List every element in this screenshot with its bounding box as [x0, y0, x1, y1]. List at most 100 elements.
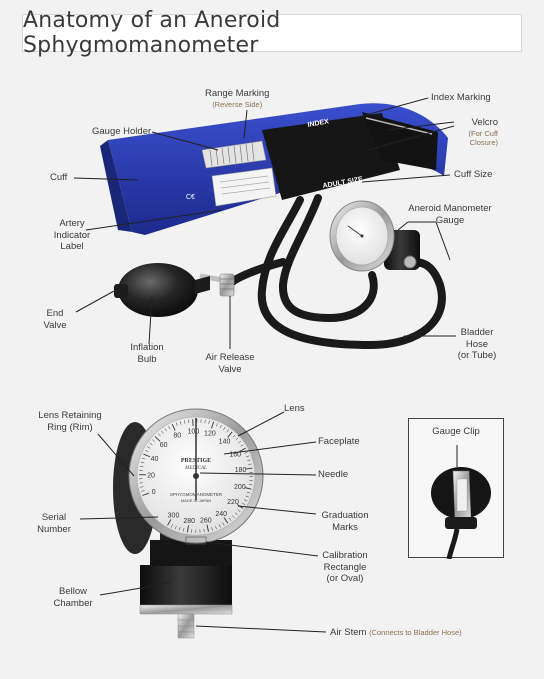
- label-lens: Lens: [284, 403, 305, 414]
- dial-tick: [171, 424, 176, 431]
- label-calibration-rectangle: Calibration Rectangle (or Oval): [322, 550, 368, 584]
- label-index-marking: Index Marking: [431, 92, 491, 103]
- dial-number: 100: [188, 429, 200, 436]
- dial-tick: [167, 519, 172, 526]
- label-graduation-marks: Graduation Marks: [321, 510, 369, 533]
- dial-tick: [152, 439, 156, 442]
- dial-tick: [168, 425, 171, 430]
- dial-tick: [164, 428, 167, 432]
- dial-number: 0: [152, 489, 156, 496]
- dial-tick: [161, 430, 164, 434]
- label-bellow-chamber: Bellow Chamber: [53, 586, 93, 609]
- dial-tick: [245, 495, 249, 498]
- dial-tick: [208, 420, 210, 425]
- dial-tick: [149, 442, 153, 446]
- dial-tick: [206, 524, 209, 532]
- label-velcro: Velcro (For Cuff Closure): [468, 117, 498, 147]
- dial-number: 200: [234, 484, 246, 491]
- label-gauge-holder: Gauge Holder: [92, 126, 152, 137]
- dial-number: 180: [235, 467, 247, 474]
- label-needle: Needle: [318, 469, 349, 480]
- dial-tick: [143, 453, 151, 458]
- dial-tick: [216, 423, 218, 427]
- gauge-clip-inset: [408, 418, 504, 560]
- page-title: Anatomy of an Aneroid Sphygmomanometer: [23, 8, 281, 58]
- dial-tick: [141, 457, 146, 460]
- dial-tick: [175, 422, 178, 426]
- dial-tick: [245, 455, 250, 458]
- dial-tick: [204, 419, 206, 424]
- dial-tick: [235, 437, 239, 441]
- label-end-valve: End Valve: [43, 308, 67, 331]
- label-cuff-size: Cuff Size: [454, 169, 493, 180]
- label-lens-retaining-ring: Lens Retaining Ring (Rim): [38, 410, 102, 433]
- dial-tick: [215, 525, 217, 530]
- dial-number: 260: [200, 517, 212, 524]
- dial-tick: [179, 421, 182, 425]
- dial-tick: [234, 512, 238, 516]
- dial-number: 80: [173, 433, 181, 440]
- dial-tick: [232, 434, 236, 438]
- dial-tick: [245, 467, 253, 470]
- upper-leader-lines: [73, 97, 456, 349]
- dial-tick: [186, 525, 189, 533]
- dial-tick: [243, 499, 248, 502]
- dial-tick: [145, 449, 149, 452]
- cuff-ce-text: C€: [186, 194, 195, 201]
- dial-tick: [141, 490, 145, 492]
- label-serial-number: Serial Number: [37, 512, 71, 535]
- dial-tick: [240, 444, 244, 447]
- dial-tick: [246, 491, 251, 494]
- dial-tick: [147, 446, 151, 449]
- dial-tick: [157, 433, 161, 437]
- dial-tick: [231, 515, 235, 519]
- cuff-index-text: INDEX: [307, 118, 330, 129]
- dial-tick: [242, 502, 246, 506]
- dial-tick: [239, 447, 246, 452]
- label-gauge-clip: Gauge Clip: [432, 426, 480, 437]
- label-range-marking: Range Marking (Reverse Side): [205, 88, 270, 109]
- dial-number: 40: [151, 456, 159, 463]
- dial-tick: [219, 424, 222, 429]
- gauge-clip-illustration: [431, 445, 491, 560]
- dial-tick: [227, 431, 233, 438]
- brand-text-1: PRESTIGE: [181, 458, 211, 464]
- model-text: SPHYGMOMANOMETER: [170, 492, 223, 497]
- dial-tick: [211, 421, 215, 429]
- dial-tick: [182, 528, 185, 532]
- aneroid-gauge-small: [329, 200, 420, 272]
- dial-tick: [218, 524, 221, 528]
- dial-number: 140: [219, 439, 231, 446]
- dial-number: 220: [227, 499, 239, 506]
- dial-number: 60: [160, 442, 168, 449]
- graduation-ticks: [139, 419, 253, 534]
- dial-tick: [184, 420, 186, 424]
- inflation-bulb-illustration: [114, 263, 235, 317]
- label-air-release-valve: Air Release Valve: [205, 352, 255, 375]
- dial-tick: [211, 527, 213, 531]
- dial-tick: [154, 436, 161, 442]
- dial-tick: [140, 461, 145, 464]
- dial-tick: [228, 517, 232, 521]
- dial-tick: [142, 492, 150, 496]
- dial-number: 240: [215, 511, 227, 518]
- dial-tick: [171, 524, 173, 528]
- label-faceplate: Faceplate: [318, 436, 360, 447]
- dial-tick: [237, 509, 241, 513]
- dial-tick: [247, 459, 251, 462]
- dial-tick: [248, 484, 253, 486]
- dial-tick: [174, 525, 177, 530]
- dial-tick: [244, 451, 248, 454]
- dial-number: 160: [229, 451, 241, 458]
- dial-tick: [248, 463, 252, 465]
- dial-number: 300: [168, 512, 180, 519]
- dial-tick: [140, 486, 144, 488]
- label-cuff: Cuff: [50, 172, 68, 183]
- bladder-hose: [228, 194, 446, 350]
- dial-number: 20: [147, 472, 155, 479]
- lower-leader-lines: [79, 411, 327, 633]
- dial-number: 120: [204, 431, 216, 438]
- dial-tick: [222, 522, 225, 526]
